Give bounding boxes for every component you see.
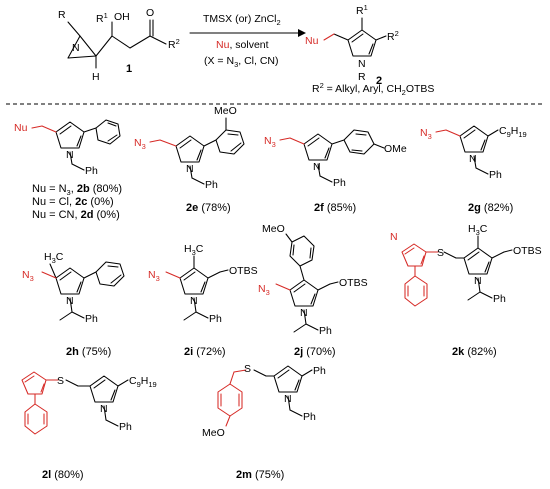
structure-2f: N3 N Ph OMe 2f (85%): [264, 129, 407, 214]
n-label: N: [313, 161, 321, 173]
n3-label: N3: [134, 137, 146, 151]
structure-2k: N S H3C N Ph OTBS 2k (82%): [390, 223, 542, 358]
sm-n-label: N: [72, 42, 80, 54]
structure-2h: H3C N3 N Ph 2h (75%): [22, 251, 125, 358]
ph-label: Ph: [319, 325, 332, 337]
caption-2m: 2m (75%): [236, 469, 284, 481]
otbs-label: OTBS: [513, 245, 542, 257]
prod-r-label: R: [358, 71, 366, 83]
meo-label: MeO: [214, 105, 237, 117]
meo-label: MeO: [202, 427, 225, 439]
prod-nu-label: Nu: [305, 35, 319, 47]
ph-label: Ph: [85, 165, 98, 177]
n-label: N: [66, 149, 74, 161]
ph-label: Ph: [489, 169, 502, 181]
n3-label: N3: [22, 269, 34, 283]
reagent-top-text: TMSX (or) ZnCl2: [203, 13, 281, 27]
h3c-label: H3C: [184, 243, 204, 257]
variant-2b: Nu = N3, 2b (80%): [32, 183, 122, 197]
prod-r2-label: R2: [387, 29, 399, 43]
r2-definition-note: R2 = Alkyl, Aryl, CH2OTBS: [312, 81, 434, 97]
sm-r-label: R: [58, 9, 66, 21]
structure-2g: N3 N Ph C9H19 2g (82%): [420, 125, 527, 214]
ph-label: Ph: [119, 421, 132, 433]
ph-label: Ph: [205, 179, 218, 191]
n3-label: N3: [148, 269, 160, 283]
reagent-conditions-text: (X = N3, Cl, CN): [204, 55, 278, 69]
structure-2b-2d: Nu N Ph: [14, 119, 121, 177]
variant-2d: Nu = CN, 2d (0%): [32, 209, 120, 221]
structure-2e: MeO N3 N Ph 2e (78%): [134, 105, 245, 214]
variant-2c: Nu = Cl, 2c (0%): [32, 196, 114, 208]
tetrazole-n-label: N: [390, 231, 398, 243]
structure-2m: S MeO N Ph Ph 2m (75%): [202, 363, 326, 481]
s-label: S: [57, 375, 64, 387]
structure-2j: MeO N3 N Ph OTBS 2j (70%): [258, 223, 368, 358]
n-label: N: [300, 307, 308, 319]
ph-label: Ph: [85, 313, 98, 325]
otbs-label: OTBS: [339, 277, 368, 289]
reaction-arrow-conditions: TMSX (or) ZnCl2 Nu, solvent (X = N3, Cl,…: [189, 13, 306, 69]
caption-2g: 2g (82%): [468, 202, 513, 214]
caption-2h: 2h (75%): [66, 346, 111, 358]
sm-r1-label: R1: [96, 11, 108, 25]
starting-material-1: R N H R1 OH O R2 1: [58, 7, 180, 83]
product-2-general: R1 Nu N R R2 2: [305, 3, 399, 87]
n-label: N: [66, 295, 74, 307]
sm-compound-number: 1: [126, 63, 132, 75]
caption-2e: 2e (78%): [186, 202, 231, 214]
meo-label: MeO: [262, 223, 285, 235]
ph-label: Ph: [493, 293, 506, 305]
n-label: N: [190, 295, 198, 307]
prod-compound-number: 2: [376, 75, 382, 87]
n-label: N: [100, 403, 108, 415]
reagent-solvent-text: Nu, solvent: [216, 39, 269, 51]
nu-label: Nu: [14, 122, 28, 134]
caption-2l: 2l (80%): [42, 469, 84, 481]
prod-n-label: N: [358, 58, 366, 70]
caption-2f: 2f (85%): [314, 202, 356, 214]
ph-label: Ph: [333, 177, 346, 189]
c9h19-label: C9H19: [129, 375, 157, 389]
n3-label: N3: [420, 127, 432, 141]
h3c-label: H3C: [44, 251, 64, 265]
c9h19-label: C9H19: [499, 125, 527, 139]
sm-o-label: O: [146, 7, 154, 19]
structure-2l: S N Ph C9H19 2l (80%): [21, 371, 157, 481]
caption-2k: 2k (82%): [452, 346, 497, 358]
sm-h-label: H: [92, 71, 100, 83]
n3-label: N3: [258, 283, 270, 297]
prod-r1-label: R1: [356, 3, 368, 17]
n-label: N: [186, 163, 194, 175]
ph-label: Ph: [209, 313, 222, 325]
bn-ph-label: Ph: [303, 411, 316, 423]
s-label: S: [244, 363, 251, 375]
otbs-label: OTBS: [229, 265, 258, 277]
h3c-label: H3C: [468, 223, 488, 237]
ome-label: OMe: [384, 143, 407, 155]
caption-2j: 2j (70%): [294, 346, 336, 358]
n3-label: N3: [264, 135, 276, 149]
s-label: S: [437, 247, 444, 259]
n-label: N: [474, 275, 482, 287]
structure-2i: H3C N3 N Ph OTBS 2i (72%): [148, 243, 258, 358]
n-label: N: [284, 393, 292, 405]
sm-r2-label: R2: [168, 37, 180, 51]
variant-list: Nu = N3, 2b (80%) Nu = Cl, 2c (0%) Nu = …: [32, 183, 122, 221]
ph-label: Ph: [313, 365, 326, 377]
caption-2i: 2i (72%): [184, 346, 226, 358]
sm-oh-label: OH: [114, 11, 130, 23]
n-label: N: [469, 153, 477, 165]
